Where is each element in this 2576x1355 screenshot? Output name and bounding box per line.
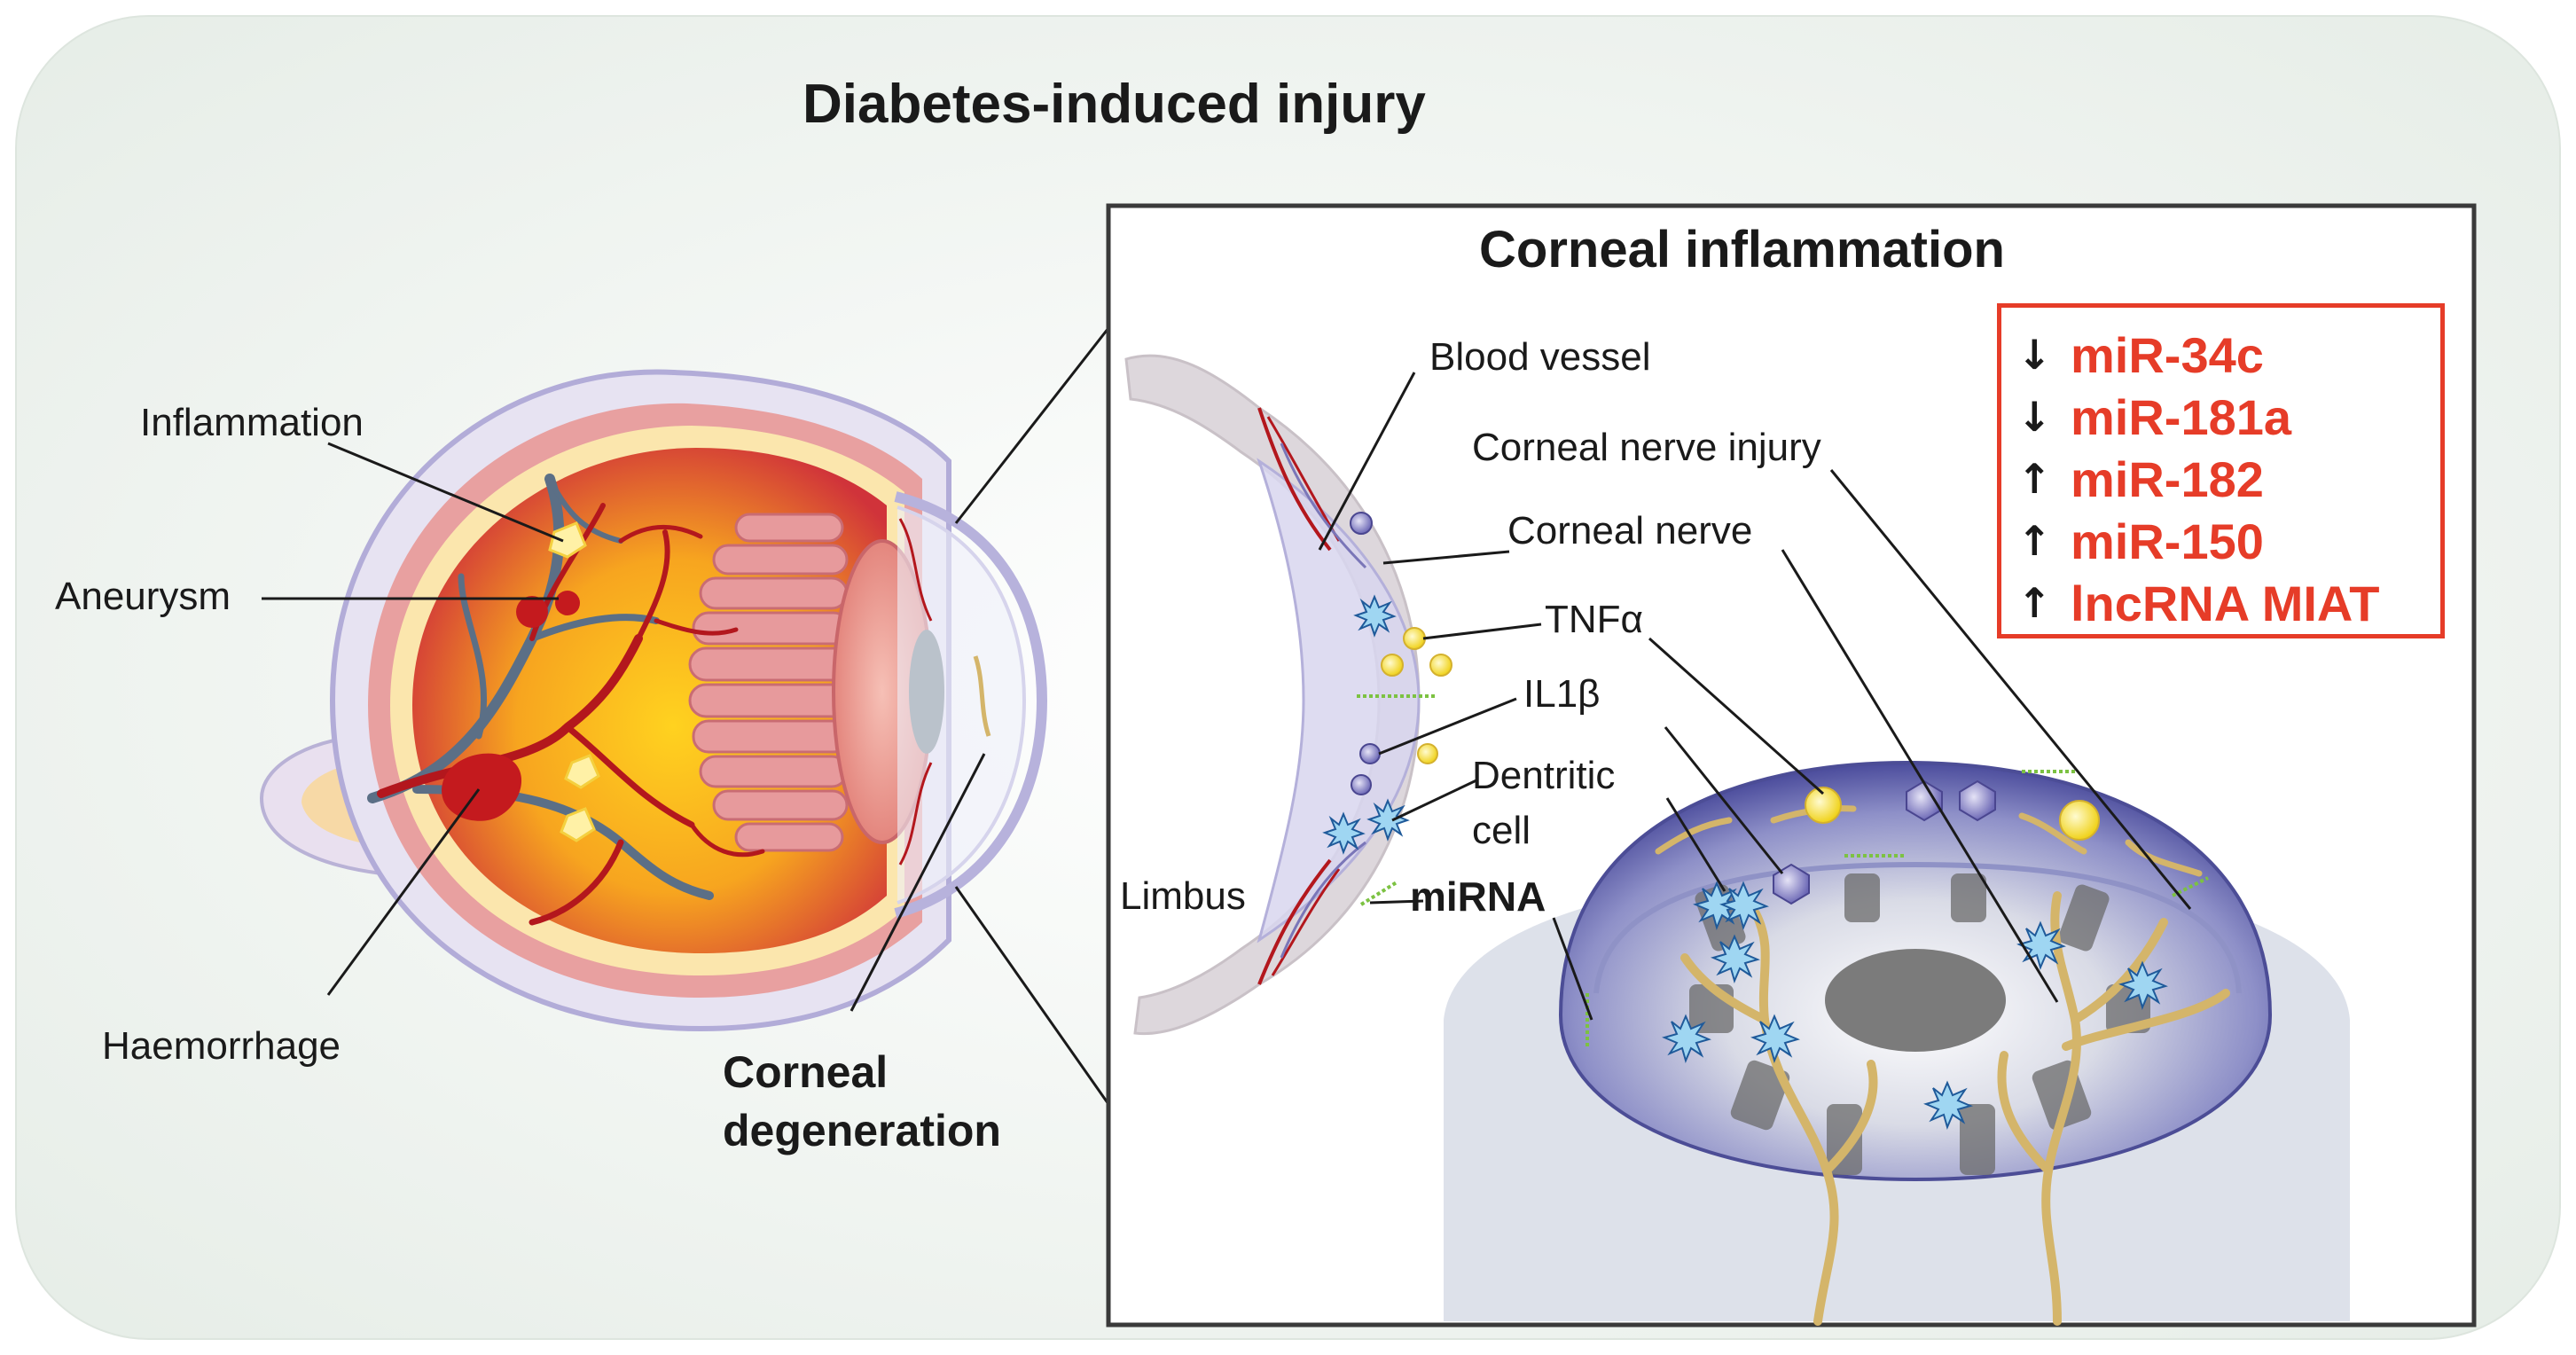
inflammation-spot	[548, 521, 587, 559]
down-arrow-icon: ↓	[2017, 331, 2052, 379]
label-il1b: IL1β	[1523, 672, 1601, 716]
label-dendritic-1: Dentritic	[1472, 754, 1616, 797]
mirna-row: ↑ lncRNA MIAT	[2017, 572, 2379, 634]
ciliary-body	[688, 513, 851, 852]
eye-leader-lines	[262, 327, 1110, 1105]
label-blood-vessel: Blood vessel	[1429, 335, 1651, 379]
label-aneurysm: Aneurysm	[55, 575, 231, 618]
cornea-dome	[1444, 760, 2350, 1326]
label-corneal-degeneration-2: degeneration	[723, 1106, 1001, 1155]
mirna-name: miR-150	[2071, 513, 2264, 569]
inset-title: Corneal inflammation	[1479, 221, 2005, 278]
mirna-row: ↑ miR-182	[2017, 448, 2264, 510]
label-inflammation: Inflammation	[140, 401, 364, 444]
main-title: Diabetes-induced injury	[803, 74, 1426, 135]
tnf-cell	[1805, 787, 1842, 824]
up-arrow-icon: ↑	[2017, 579, 2052, 627]
up-arrow-icon: ↑	[2017, 455, 2052, 503]
inset-leader-lines	[1318, 372, 2192, 1021]
eye-illustration	[259, 369, 1048, 1032]
haemorrhage-spot	[442, 753, 522, 821]
mirna-row: ↑ miR-150	[2017, 510, 2264, 572]
eye-cornea	[894, 491, 1048, 919]
label-corneal-degeneration-1: Corneal	[723, 1047, 889, 1097]
mirna-name: miR-34c	[2071, 326, 2264, 383]
label-tnf: TNFα	[1545, 598, 1643, 641]
label-corneal-nerve: Corneal nerve	[1507, 509, 1753, 552]
mirna-regulation-box: ↓ miR-34c ↓ miR-181a ↑ miR-182 ↑ miR-150…	[1997, 303, 2445, 638]
pupil	[1825, 949, 2006, 1052]
mirna-row: ↓ miR-34c	[2017, 324, 2264, 386]
down-arrow-icon: ↓	[2017, 393, 2052, 441]
mirna-name: lncRNA MIAT	[2071, 575, 2380, 631]
mirna-name: miR-182	[2071, 450, 2264, 507]
label-haemorrhage: Haemorrhage	[102, 1024, 341, 1068]
mirna-name: miR-181a	[2071, 388, 2292, 445]
mirna-row: ↓ miR-181a	[2017, 386, 2291, 448]
up-arrow-icon: ↑	[2017, 517, 2052, 565]
label-dendritic-2: cell	[1472, 809, 1531, 852]
cornea-cross-section	[1124, 354, 1452, 1036]
label-corneal-nerve-injury: Corneal nerve injury	[1472, 426, 1821, 469]
label-mirna: miRNA	[1410, 873, 1546, 920]
label-limbus: Limbus	[1120, 874, 1246, 918]
